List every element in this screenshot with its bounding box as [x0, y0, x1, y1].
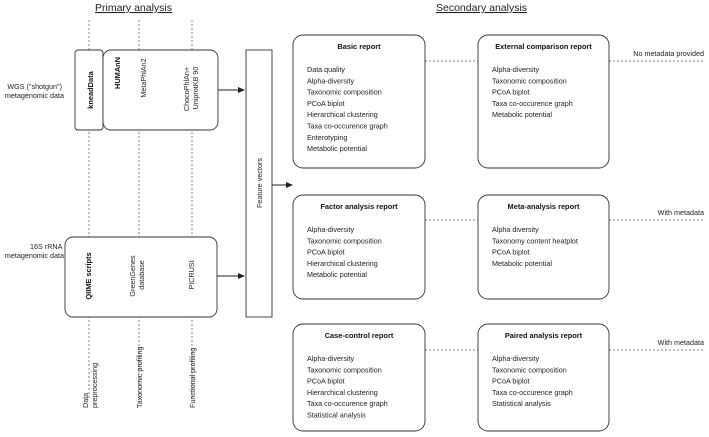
- primary-analysis-header: Primary analysis: [95, 2, 172, 14]
- casecontrol-report: Case-control reportAlpha-diversityTaxono…: [292, 323, 426, 432]
- factor-report-item: PCoA biplot: [307, 248, 345, 257]
- secondary-analysis-header: Secondary analysis: [436, 2, 527, 14]
- external-report: External comparison reportAlpha-diversit…: [477, 34, 610, 169]
- paired-report: Paired analysis reportAlpha-diversityTax…: [477, 323, 610, 432]
- meta-report-item: PCoA biplot: [492, 248, 530, 257]
- casecontrol-report-item: Statistical analysis: [307, 411, 366, 420]
- meta-report-item: Taxonomy content heatplot: [492, 236, 578, 245]
- paired-report-item: Statistical analysis: [492, 399, 551, 408]
- row-label-with-metadata-2: With metadata: [658, 338, 704, 347]
- paired-report-box: [477, 323, 610, 432]
- row-label-no-metadata: No metadata provided: [633, 49, 704, 58]
- meta-report-item: Metabolic potential: [492, 259, 552, 268]
- casecontrol-report-item: Hierarchical clustering: [307, 388, 378, 397]
- basic-report-item: Hierarchical clustering: [307, 110, 378, 119]
- chocophlan-label: ChocoPhlAn+ UniprotKB 90: [182, 65, 200, 111]
- casecontrol-report-box: [292, 323, 426, 432]
- factor-report-item: Taxonomic composition: [307, 236, 382, 245]
- meta-report-title: Meta-analysis report: [508, 202, 580, 211]
- factor-report-item: Metabolic potential: [307, 270, 367, 279]
- basic-report-box: [292, 34, 426, 169]
- qiime-label: QIIME scripts: [84, 252, 93, 299]
- wgs-input-label: WGS ("shotgun") metagenomic data: [5, 82, 64, 100]
- metaphlan-label: MetaPhlAn2: [139, 58, 148, 97]
- rrna-input-label: 16S rRNA metagenomic data: [5, 242, 64, 260]
- paired-report-item: PCoA biplot: [492, 377, 530, 386]
- external-report-item: Taxa co-occurence graph: [492, 99, 573, 108]
- external-report-title: External comparison report: [495, 42, 592, 51]
- basic-report-item: Metabolic potential: [307, 144, 367, 153]
- basic-report-title: Basic report: [337, 42, 381, 51]
- feature-vectors-box: [245, 49, 273, 318]
- external-report-item: Alpha-diversity: [492, 65, 540, 74]
- stage-label-functional: Functional profiling: [188, 348, 197, 408]
- casecontrol-report-item: Alpha-diversity: [307, 354, 355, 363]
- basic-report-item: Taxa co-occurence graph: [307, 122, 388, 131]
- feature-vectors-label: Feature vectors: [255, 158, 264, 208]
- basic-report-item: Alpha-diversity: [307, 76, 355, 85]
- basic-report-item: Data quality: [307, 65, 345, 74]
- external-report-item: PCoA biplot: [492, 88, 530, 97]
- external-report-item: Metabolic potential: [492, 110, 552, 119]
- factor-report-item: Alpha-diversity: [307, 225, 355, 234]
- casecontrol-report-item: Taxa co-occurence graph: [307, 399, 388, 408]
- casecontrol-report-title: Case-control report: [325, 331, 394, 340]
- basic-report-item: PCoA biplot: [307, 99, 345, 108]
- stage-label-preprocessing: Data preprocessing: [81, 363, 99, 408]
- casecontrol-report-item: PCoA biplot: [307, 377, 345, 386]
- meta-report-item: Alpha diversity: [492, 225, 539, 234]
- factor-report-item: Hierarchical clustering: [307, 259, 378, 268]
- factor-report-box: [292, 194, 426, 300]
- picrust-label: PICRUSt: [187, 260, 196, 289]
- row-label-with-metadata-1: With metadata: [658, 208, 704, 217]
- basic-report-item: Taxonomic composition: [307, 88, 382, 97]
- kneaddata-label: kneadData: [86, 70, 95, 108]
- stage-label-taxonomic: Taxonomic profiling: [135, 346, 144, 408]
- external-report-box: [477, 34, 610, 169]
- external-report-item: Taxonomic composition: [492, 76, 567, 85]
- factor-report: Factor analysis reportAlpha-diversityTax…: [292, 194, 426, 300]
- casecontrol-report-item: Taxonomic composition: [307, 365, 382, 374]
- greengenes-label: GreenGenes database: [128, 253, 146, 296]
- factor-report-title: Factor analysis report: [320, 202, 398, 211]
- humann-label: HUMAnN: [113, 57, 122, 89]
- paired-report-item: Taxonomic composition: [492, 365, 567, 374]
- qiime-box: [64, 236, 218, 318]
- paired-report-item: Taxa co-occurence graph: [492, 388, 573, 397]
- paired-report-item: Alpha-diversity: [492, 354, 540, 363]
- meta-report-box: [477, 194, 610, 300]
- basic-report-item: Enterotyping: [307, 133, 347, 142]
- paired-report-title: Paired analysis report: [505, 331, 583, 340]
